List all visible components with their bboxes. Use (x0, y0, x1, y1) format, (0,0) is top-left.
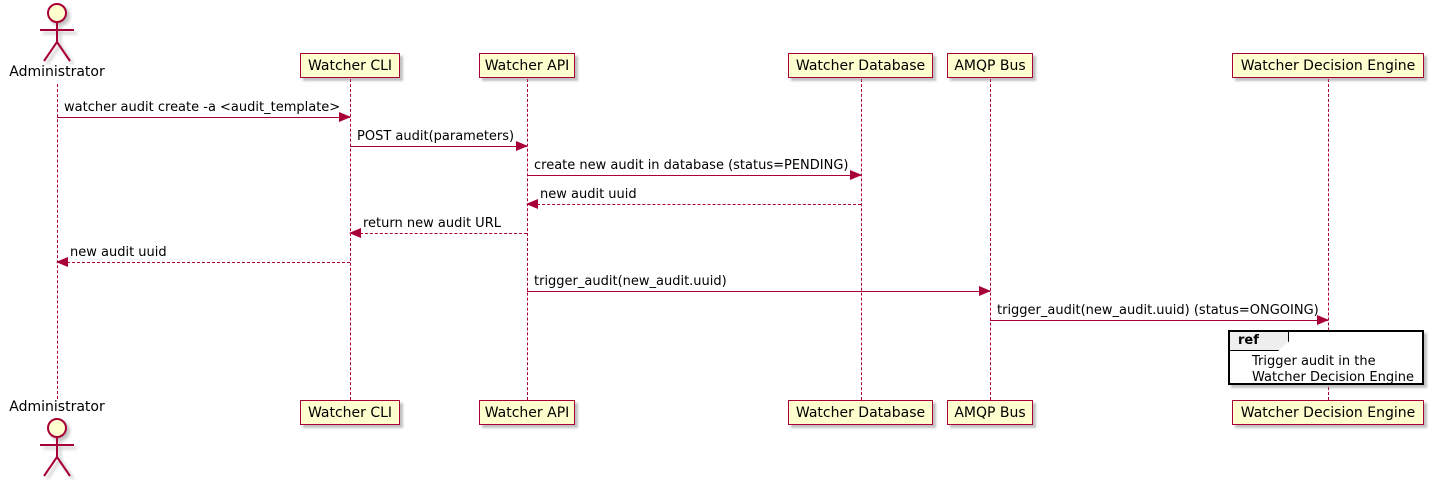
participant-amqp-bus-bottom: AMQP Bus (947, 400, 1033, 425)
message-line (57, 262, 350, 263)
message-line (527, 175, 861, 176)
message-text: trigger_audit(new_audit.uuid) (status=ON… (997, 303, 1319, 318)
message-line (527, 291, 990, 292)
message-text: create new audit in database (status=PEN… (534, 158, 849, 173)
lifeline-watcher-api (527, 79, 528, 400)
participant-watcher-api-bottom: Watcher API (479, 400, 575, 425)
actor-label: Administrator (9, 64, 105, 80)
message-return-audit-url: return new audit URL (349, 216, 527, 238)
arrowhead-icon (516, 141, 528, 151)
arrowhead-icon (339, 112, 351, 122)
actor-administrator-bottom: Administrator (0, 399, 117, 481)
participant-watcher-decision-engine-bottom: Watcher Decision Engine (1232, 400, 1424, 425)
participant-watcher-decision-engine-top: Watcher Decision Engine (1232, 53, 1424, 78)
lifeline-watcher-decision-engine (1328, 79, 1329, 400)
actor-icon (40, 418, 74, 477)
actor-administrator-top: Administrator (0, 2, 117, 80)
participant-watcher-database-bottom: Watcher Database (788, 400, 933, 425)
lifeline-administrator (57, 84, 58, 399)
participant-amqp-bus-top: AMQP Bus (947, 53, 1033, 78)
arrowhead-icon (979, 286, 991, 296)
message-text: new audit uuid (540, 187, 637, 202)
lifeline-amqp-bus (990, 79, 991, 400)
message-text: trigger_audit(new_audit.uuid) (534, 274, 727, 289)
message-trigger-audit: trigger_audit(new_audit.uuid) (527, 274, 991, 296)
message-create-audit-db: create new audit in database (status=PEN… (527, 158, 862, 180)
arrowhead-icon (1317, 315, 1329, 325)
participant-watcher-database-top: Watcher Database (788, 53, 933, 78)
message-text: watcher audit create -a <audit_template> (64, 100, 341, 115)
message-line (990, 320, 1328, 321)
arrowhead-icon (850, 170, 862, 180)
message-line (350, 233, 527, 234)
lifeline-watcher-cli (350, 79, 351, 400)
ref-body: Trigger audit in the Watcher Decision En… (1252, 354, 1414, 386)
message-trigger-audit-ongoing: trigger_audit(new_audit.uuid) (status=ON… (990, 303, 1329, 325)
message-text: new audit uuid (70, 245, 167, 260)
message-new-audit-uuid-admin: new audit uuid (56, 245, 350, 267)
participant-watcher-cli-top: Watcher CLI (300, 53, 400, 78)
actor-label: Administrator (9, 399, 105, 415)
message-line (527, 204, 861, 205)
message-post-audit: POST audit(parameters) (350, 129, 528, 151)
actor-icon (40, 3, 74, 62)
ref-line-2: Watcher Decision Engine (1252, 370, 1414, 385)
message-text: return new audit URL (363, 216, 501, 231)
ref-fragment: ref Trigger audit in the Watcher Decisio… (1228, 330, 1424, 385)
message-line (57, 117, 350, 118)
message-new-audit-uuid-return: new audit uuid (526, 187, 861, 209)
ref-line-1: Trigger audit in the (1252, 354, 1376, 369)
arrowhead-icon (56, 257, 68, 267)
arrowhead-icon (526, 199, 538, 209)
ref-keyword: ref (1229, 331, 1289, 351)
message-text: POST audit(parameters) (357, 129, 515, 144)
arrowhead-icon (349, 228, 361, 238)
participant-watcher-cli-bottom: Watcher CLI (300, 400, 400, 425)
lifeline-watcher-database (861, 79, 862, 400)
participant-watcher-api-top: Watcher API (479, 53, 575, 78)
message-audit-create: watcher audit create -a <audit_template> (57, 100, 351, 122)
message-line (350, 146, 527, 147)
